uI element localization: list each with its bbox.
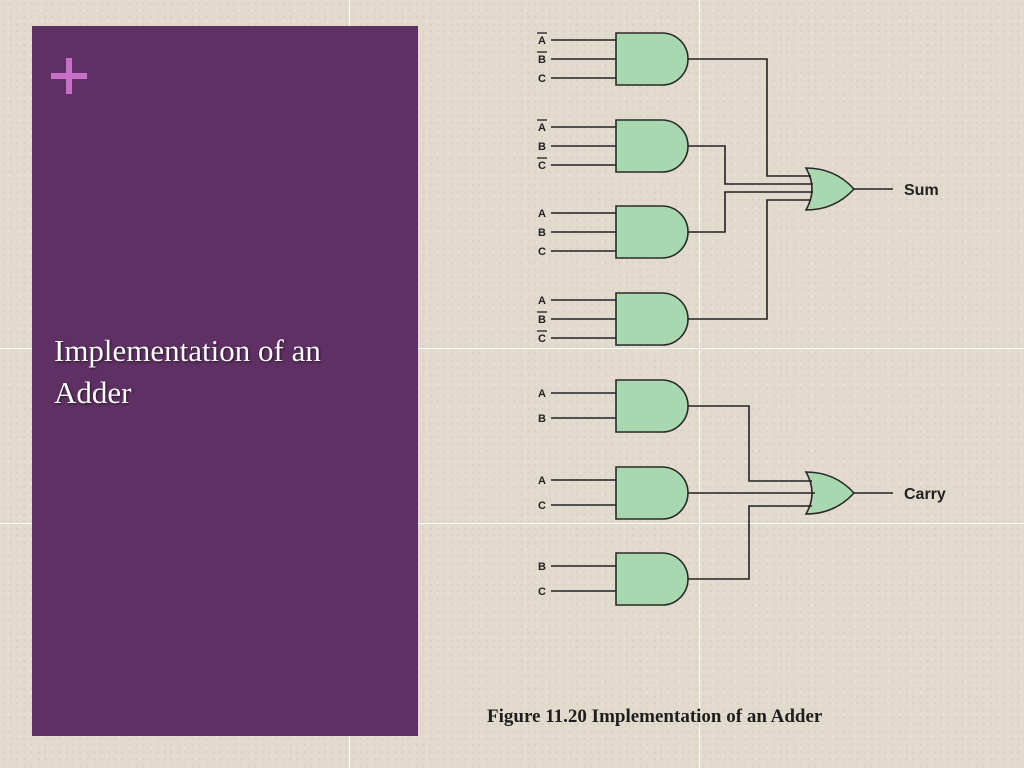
input-label-c: C: [538, 246, 546, 258]
wire: [688, 405, 812, 482]
figure-caption: Figure 11.20 Implementation of an Adder: [487, 706, 823, 727]
background-gridline: [0, 523, 1024, 524]
input-label-b: B: [538, 413, 546, 425]
and-gate: [615, 466, 689, 520]
or-gate-sum: [804, 167, 856, 211]
input-label-b: B: [538, 54, 546, 66]
wire: [688, 199, 811, 320]
background-gridline: [0, 348, 1024, 349]
and-gate: [615, 32, 689, 86]
input-label-c: C: [538, 73, 546, 85]
input-label-b: B: [538, 561, 546, 573]
input-label-a: A: [538, 388, 546, 400]
input-label-c: C: [538, 586, 546, 598]
input-label-a: A: [538, 295, 546, 307]
input-label-a: A: [538, 475, 546, 487]
slide-title: Implementation of an Adder: [54, 333, 321, 410]
and-gate: [615, 552, 689, 606]
and-gate: [615, 205, 689, 259]
plus-icon: [50, 56, 90, 96]
and-gate: [615, 379, 689, 433]
input-label-b: B: [538, 141, 546, 153]
wire: [688, 191, 813, 233]
sum-output-label: Sum: [904, 182, 939, 199]
input-label-b: B: [538, 314, 546, 326]
input-label-c: C: [538, 160, 546, 172]
background-gridline: [699, 0, 700, 768]
and-gate: [615, 119, 689, 173]
input-label-c: C: [538, 500, 546, 512]
input-label-a: A: [538, 122, 546, 134]
input-label-b: B: [538, 227, 546, 239]
carry-output-label: Carry: [904, 486, 946, 503]
title-panel: [32, 26, 418, 736]
input-label-a: A: [538, 35, 546, 47]
wire: [688, 145, 813, 185]
input-label-a: A: [538, 208, 546, 220]
wire: [688, 58, 811, 177]
wire: [688, 505, 812, 580]
input-label-c: C: [538, 333, 546, 345]
and-gate: [615, 292, 689, 346]
